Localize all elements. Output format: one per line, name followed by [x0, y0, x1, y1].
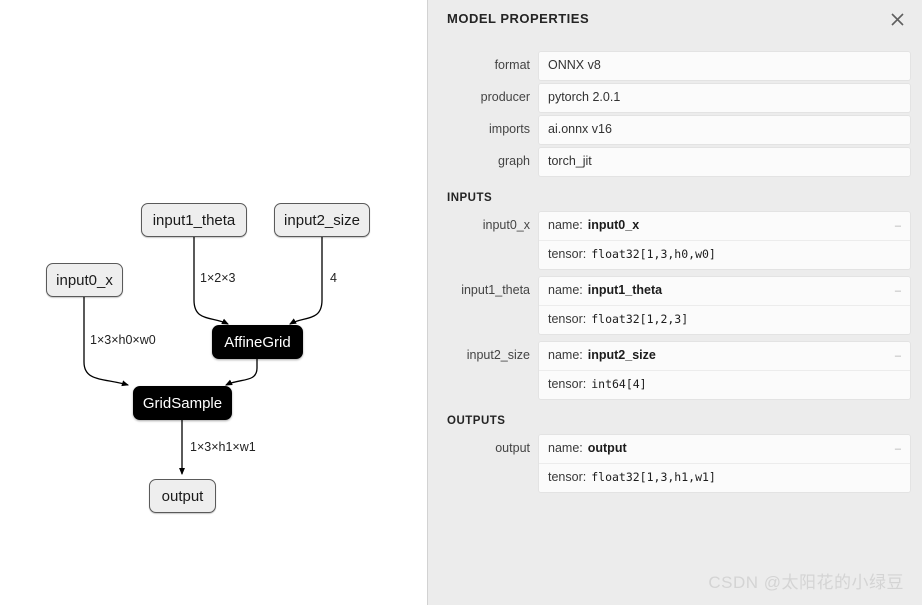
- model-properties-list: format ONNX v8 producer pytorch 2.0.1 im…: [428, 52, 922, 176]
- property-label: graph: [498, 154, 530, 168]
- edge-x-to-gridsample: [83, 297, 130, 387]
- output-card[interactable]: name: output – tensor: float32[1,3,h1,w1…: [539, 435, 910, 492]
- collapse-icon[interactable]: –: [894, 219, 901, 232]
- graph-canvas[interactable]: input0_x input1_theta input2_size Affine…: [0, 0, 427, 605]
- property-value: ONNX v8: [548, 58, 601, 72]
- page-title: MODEL PROPERTIES: [447, 11, 590, 26]
- edge-label-gridsample-to-output: 1×3×h1×w1: [190, 440, 256, 454]
- input-row-input0-x: input0_x name: input0_x – tensor: float3…: [428, 212, 922, 269]
- collapse-icon[interactable]: –: [894, 284, 901, 297]
- watermark: CSDN @太阳花的小绿豆: [708, 573, 904, 592]
- graph-edges: [83, 237, 323, 476]
- graph-node-label: GridSample: [142, 394, 223, 412]
- property-value: ai.onnx v16: [548, 122, 612, 136]
- input-tensor-key: tensor:: [548, 312, 587, 326]
- graph-node-label: AffineGrid: [224, 333, 291, 351]
- input-tensor-value: int64[4]: [591, 377, 647, 391]
- graph-node-input0-x[interactable]: input0_x: [46, 263, 123, 297]
- input-tensor-line: tensor: float32[1,3,h0,w0]: [539, 241, 910, 269]
- input-card[interactable]: name: input1_theta – tensor: float32[1,2…: [539, 277, 910, 334]
- input-label: input0_x: [482, 218, 530, 232]
- output-name-value: output: [587, 441, 627, 455]
- property-value-box[interactable]: ai.onnx v16: [539, 116, 910, 144]
- property-value-box[interactable]: ONNX v8: [539, 52, 910, 80]
- input-label: input2_size: [466, 348, 530, 362]
- property-label: producer: [480, 90, 530, 104]
- input-tensor-value: float32[1,2,3]: [591, 312, 689, 326]
- input-tensor-key: tensor:: [548, 247, 587, 261]
- input-card[interactable]: name: input2_size – tensor: int64[4]: [539, 342, 910, 399]
- input-name-line: name: input1_theta –: [539, 277, 910, 306]
- edge-theta-to-affinegrid: [193, 237, 229, 325]
- edge-label-theta-to-affinegrid: 1×2×3: [200, 271, 236, 285]
- graph-node-output[interactable]: output: [149, 479, 216, 513]
- section-title-inputs: INPUTS: [447, 192, 493, 204]
- output-tensor-key: tensor:: [548, 470, 587, 484]
- output-row-output: output name: output – tensor: float32[1,…: [428, 435, 922, 492]
- graph-node-label: input0_x: [56, 271, 113, 289]
- input-label: input1_theta: [461, 283, 530, 297]
- output-name-key: name:: [548, 441, 583, 455]
- output-tensor-line: tensor: float32[1,3,h1,w1]: [539, 464, 910, 492]
- property-value-box[interactable]: pytorch 2.0.1: [539, 84, 910, 112]
- input-tensor-key: tensor:: [548, 377, 587, 391]
- property-label: format: [494, 58, 530, 72]
- edge-size-to-affinegrid: [289, 237, 323, 325]
- input-name-key: name:: [548, 283, 583, 297]
- property-value: torch_jit: [548, 154, 592, 168]
- property-row-graph: graph torch_jit: [428, 148, 922, 176]
- edge-label-x-to-gridsample: 1×3×h0×w0: [90, 333, 156, 347]
- collapse-icon[interactable]: –: [894, 442, 901, 455]
- graph-node-label: input1_theta: [152, 211, 236, 229]
- property-label: imports: [489, 122, 530, 136]
- input-name-line: name: input0_x –: [539, 212, 910, 241]
- input-name-value: input0_x: [587, 218, 640, 232]
- graph-node-label: output: [161, 487, 204, 505]
- property-row-imports: imports ai.onnx v16: [428, 116, 922, 144]
- edge-affinegrid-to-gridsample: [225, 359, 258, 386]
- property-row-producer: producer pytorch 2.0.1: [428, 84, 922, 112]
- collapse-icon[interactable]: –: [894, 349, 901, 362]
- input-row-input2-size: input2_size name: input2_size – tensor: …: [428, 342, 922, 399]
- property-value-box[interactable]: torch_jit: [539, 148, 910, 176]
- output-label: output: [495, 441, 530, 455]
- outputs-list: output name: output – tensor: float32[1,…: [428, 435, 922, 492]
- input-name-value: input1_theta: [587, 283, 663, 297]
- model-properties-sidebar: MODEL PROPERTIES format ONNX v8 producer…: [427, 0, 922, 605]
- inputs-list: input0_x name: input0_x – tensor: float3…: [428, 212, 922, 399]
- graph-node-affinegrid[interactable]: AffineGrid: [212, 325, 303, 359]
- edge-label-size-to-affinegrid: 4: [330, 271, 337, 285]
- input-tensor-line: tensor: float32[1,2,3]: [539, 306, 910, 334]
- close-icon: [890, 12, 904, 26]
- graph-node-label: input2_size: [284, 211, 360, 229]
- input-name-key: name:: [548, 218, 583, 232]
- input-name-value: input2_size: [587, 348, 656, 362]
- graph-node-gridsample[interactable]: GridSample: [133, 386, 232, 420]
- property-value: pytorch 2.0.1: [548, 90, 621, 104]
- output-name-line: name: output –: [539, 435, 910, 464]
- input-name-key: name:: [548, 348, 583, 362]
- input-tensor-value: float32[1,3,h0,w0]: [591, 247, 716, 261]
- section-title-outputs: OUTPUTS: [447, 415, 506, 427]
- close-button[interactable]: [886, 8, 908, 30]
- output-tensor-value: float32[1,3,h1,w1]: [591, 470, 716, 484]
- input-tensor-line: tensor: int64[4]: [539, 371, 910, 399]
- property-row-format: format ONNX v8: [428, 52, 922, 80]
- input-row-input1-theta: input1_theta name: input1_theta – tensor…: [428, 277, 922, 334]
- input-card[interactable]: name: input0_x – tensor: float32[1,3,h0,…: [539, 212, 910, 269]
- graph-node-input1-theta[interactable]: input1_theta: [141, 203, 247, 237]
- sidebar-header: MODEL PROPERTIES: [428, 0, 922, 40]
- graph-node-input2-size[interactable]: input2_size: [274, 203, 370, 237]
- input-name-line: name: input2_size –: [539, 342, 910, 371]
